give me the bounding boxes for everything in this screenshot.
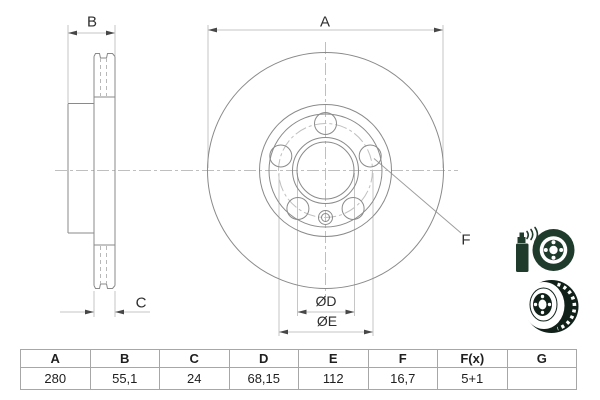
hat-inner-circle xyxy=(268,113,383,228)
vented-disc-icon xyxy=(523,280,579,333)
col-header-b: B xyxy=(89,349,160,368)
value-b: 55,1 xyxy=(89,367,160,390)
value-a: 280 xyxy=(20,367,91,390)
dim-e-label: ØE xyxy=(316,313,338,329)
col-header-e: E xyxy=(298,349,369,368)
dim-d-label: ØD xyxy=(315,293,337,309)
extension-lines xyxy=(67,25,444,336)
bolt-hole xyxy=(269,144,293,168)
dimension-arrows xyxy=(68,27,443,335)
col-header-d: D xyxy=(228,349,299,368)
bolt-hole xyxy=(358,144,382,168)
spec-header-row: A B C D E F F(x) G xyxy=(20,349,577,368)
locating-screw-hole-inner xyxy=(321,213,330,222)
col-header-g: G xyxy=(506,349,577,368)
dimension-spec-table: A B C D E F F(x) G 280 55,1 24 68,15 112… xyxy=(20,349,577,390)
locating-screw-hole xyxy=(318,210,333,225)
center-bore-circle xyxy=(296,141,355,200)
value-g xyxy=(506,367,577,390)
center-lines xyxy=(55,42,458,300)
dim-c-label: C xyxy=(135,294,147,312)
coating-spray-icon xyxy=(516,226,575,272)
disc-front-view xyxy=(207,52,444,289)
value-c: 24 xyxy=(159,367,230,390)
bolt-hole xyxy=(314,112,337,135)
value-e: 112 xyxy=(298,367,369,390)
dim-b-label: B xyxy=(86,13,98,31)
value-d: 68,15 xyxy=(228,367,299,390)
bolt-circle-centerline xyxy=(278,123,373,218)
dim-f-label: F xyxy=(461,231,471,249)
spray-mist-lines xyxy=(526,226,539,243)
spec-value-row: 280 55,1 24 68,15 112 16,7 5+1 xyxy=(20,367,577,390)
bolt-hole xyxy=(341,197,365,220)
col-header-c: C xyxy=(159,349,230,368)
bolt-hole xyxy=(286,197,310,220)
col-header-a: A xyxy=(20,349,91,368)
f-leader-line xyxy=(373,158,462,234)
col-header-f: F xyxy=(367,349,438,368)
outer-diameter-circle xyxy=(207,52,444,289)
center-ring-circle xyxy=(292,137,359,204)
disc-section-view xyxy=(67,53,116,289)
col-header-fx: F(x) xyxy=(437,349,508,368)
value-f: 16,7 xyxy=(367,367,438,390)
value-fx: 5+1 xyxy=(437,367,508,390)
dim-a-label: A xyxy=(319,13,331,31)
hat-outer-circle xyxy=(259,104,392,237)
